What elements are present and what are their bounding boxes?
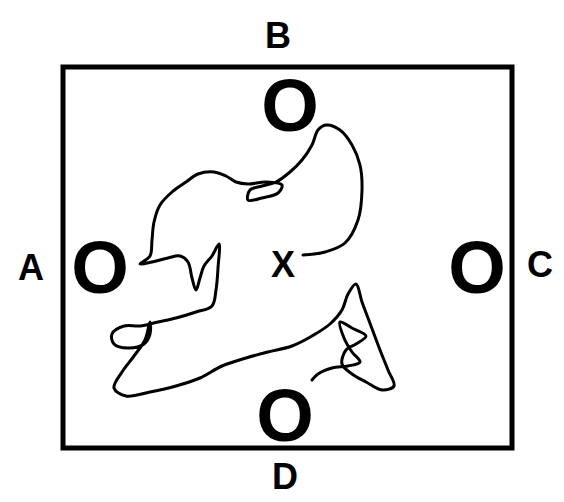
object-marker: O (448, 231, 506, 305)
start-marker: X (271, 247, 295, 283)
position-letter: B (265, 18, 291, 54)
position-letter: D (272, 459, 298, 495)
object-marker: O (71, 231, 129, 305)
position-letter: C (527, 247, 553, 283)
object-marker: O (261, 69, 319, 143)
position-letter: A (18, 250, 44, 286)
movement-path (112, 125, 395, 396)
object-marker: O (256, 379, 314, 453)
